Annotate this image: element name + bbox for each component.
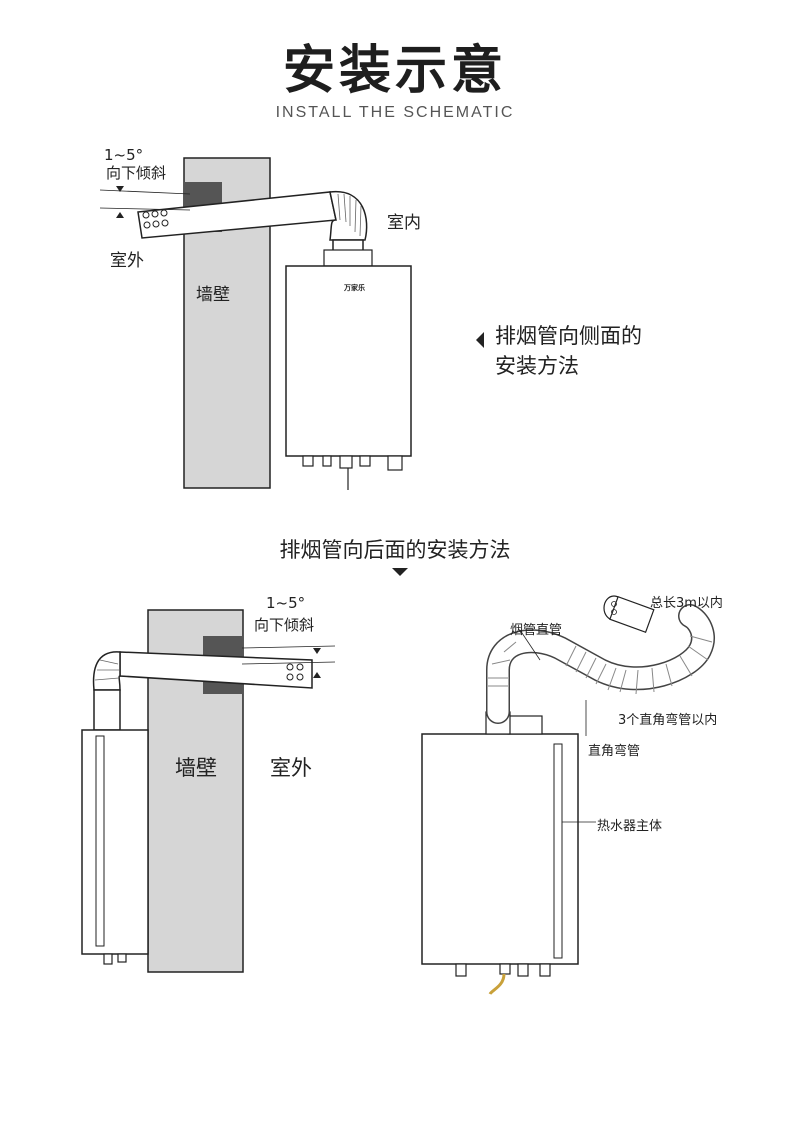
back-outdoor-label: 室外 [270, 756, 312, 780]
pipe-corrugation [488, 635, 713, 695]
heater-fittings [455, 963, 551, 977]
slope-line-top [99, 189, 191, 195]
parts-diagram [421, 595, 715, 995]
slope-arrow-up [116, 212, 124, 218]
slope-line-bottom [241, 661, 336, 665]
water-heater [285, 265, 412, 457]
elbow-label: 直角弯管 [588, 744, 641, 759]
elbow-limit-label: 3个直角弯管以内 [618, 713, 718, 728]
back-install-diagram [81, 609, 336, 973]
back-caption: 排烟管向后面的安装方法 [279, 538, 511, 562]
pipe-end-holes [286, 663, 304, 681]
back-caption-arrow-icon [392, 568, 408, 576]
heater-fittings [103, 953, 127, 965]
slope-arrow-down [116, 186, 124, 192]
water-heater-body [421, 733, 579, 965]
water-heater [81, 729, 149, 955]
back-slope-range-label: 1~5° [266, 594, 306, 612]
slope-range-label: 1~5° [104, 146, 144, 164]
heater-body-label: 热水器主体 [597, 819, 663, 834]
slope-line-bottom [99, 207, 191, 211]
back-slope-text-label: 向下倾斜 [254, 616, 315, 634]
indoor-label: 室内 [387, 213, 421, 233]
slope-arrow-down [313, 648, 321, 654]
outdoor-label: 室外 [110, 251, 144, 271]
heater-logo: 万家乐 [343, 283, 365, 292]
slope-line-top [241, 645, 336, 649]
total-length-label: 总长3m以内 [650, 596, 723, 611]
mount-bracket [507, 715, 543, 735]
wall-label: 墙壁 [196, 285, 230, 305]
side-caption-line1: 排烟管向侧面的 [495, 324, 642, 348]
gas-hose [488, 973, 506, 995]
mount-bracket [323, 249, 373, 267]
caption-pointer-icon [476, 332, 484, 348]
back-wall-label: 墙壁 [175, 756, 217, 780]
page-subtitle: INSTALL THE SCHEMATIC [275, 104, 515, 121]
heater-fittings [302, 455, 403, 471]
vertical-pipe [93, 689, 121, 731]
slope-arrow-up [313, 672, 321, 678]
side-caption-line2: 安装方法 [495, 354, 579, 378]
straight-pipe-label: 烟管直管 [510, 623, 563, 638]
pipe-elbow [329, 191, 368, 241]
slope-text-label: 向下倾斜 [106, 164, 167, 182]
page-title: 安装示意 [282, 41, 507, 101]
side-install-diagram: 万家乐 [99, 157, 484, 490]
pipe-elbow [92, 651, 121, 691]
pipe-end-holes [142, 209, 169, 229]
